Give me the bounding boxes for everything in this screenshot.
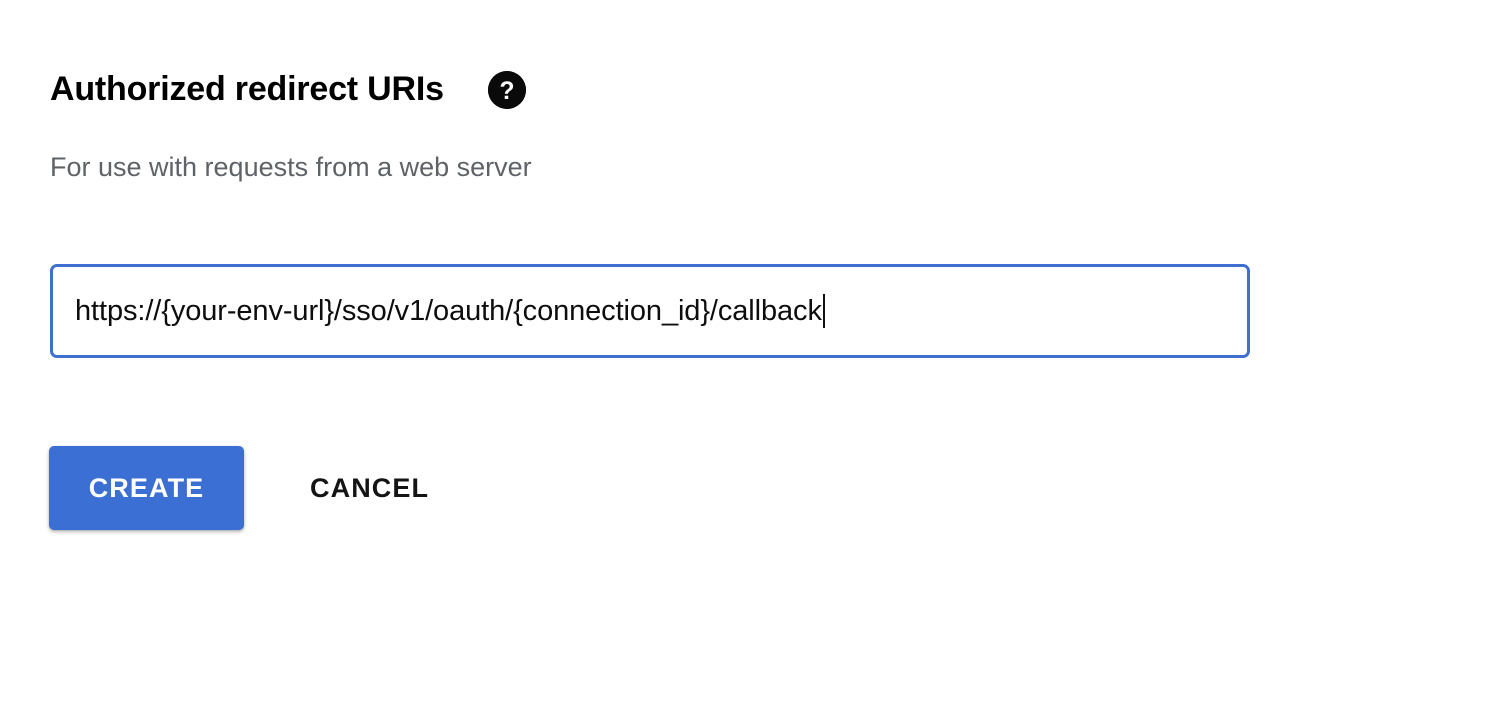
help-circle-icon[interactable]: ?: [487, 71, 526, 109]
cancel-button[interactable]: CANCEL: [310, 446, 429, 530]
redirect-uri-field-wrapper: https://{your-env-url}/sso/v1/oauth/{con…: [50, 264, 1250, 358]
text-caret: [822, 294, 825, 328]
page-title: Authorized redirect URIs: [50, 70, 444, 108]
redirect-uri-value: https://{your-env-url}/sso/v1/oauth/{con…: [75, 295, 822, 327]
section-subtitle: For use with requests from a web server: [50, 152, 532, 182]
form-actions: CREATE CANCEL: [49, 446, 429, 530]
redirect-uri-input[interactable]: https://{your-env-url}/sso/v1/oauth/{con…: [50, 264, 1250, 358]
section-header: Authorized redirect URIs ?: [50, 64, 526, 114]
create-button[interactable]: CREATE: [49, 446, 244, 530]
svg-text:?: ?: [499, 78, 514, 105]
